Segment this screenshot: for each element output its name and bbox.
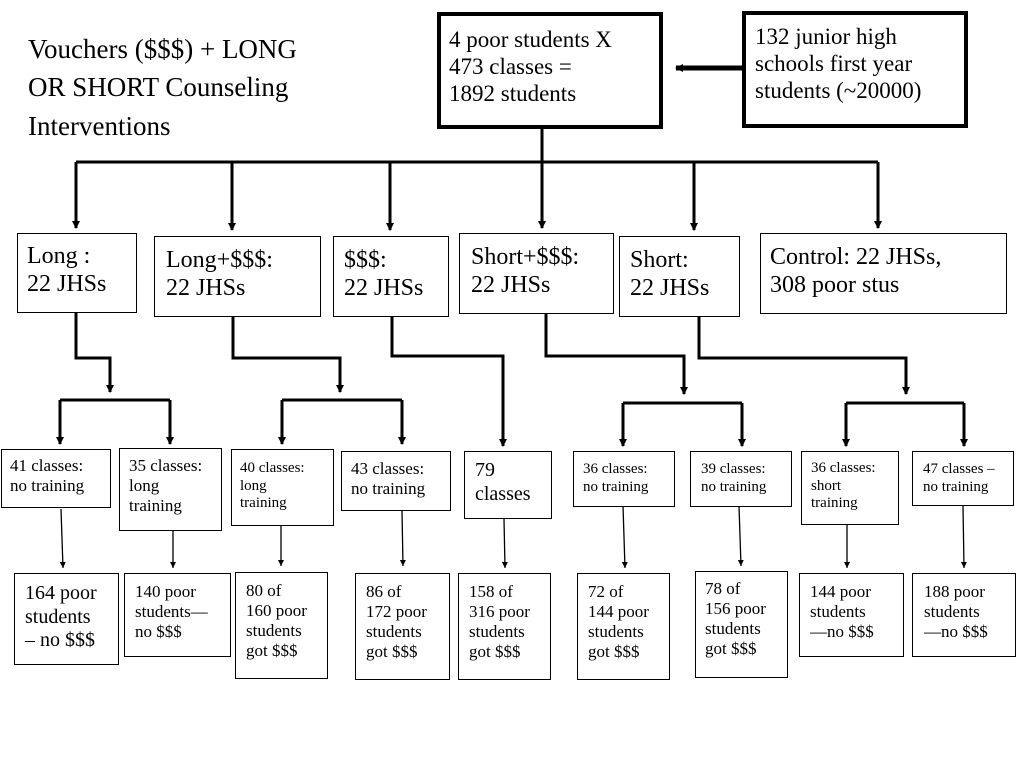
outcome-9: 188 poor students —no $$$ <box>912 573 1016 657</box>
classes-short-no-training: 47 classes – no training <box>912 451 1014 506</box>
connector-money <box>390 317 507 447</box>
classes-long-no-training: 41 classes: no training <box>1 449 111 508</box>
outcome-7: 78 of 156 poor students got $$$ <box>695 571 788 678</box>
outcome-6: 72 of 144 poor students got $$$ <box>577 573 670 680</box>
outcome-4: 86 of 172 poor students got $$$ <box>355 573 450 680</box>
outcome-2: 140 poor students— no $$$ <box>124 573 231 657</box>
arm-control: Control: 22 JHSs, 308 poor stus <box>760 233 1007 314</box>
arrow-c4-o4 <box>399 510 406 567</box>
connector-long-money <box>231 317 344 393</box>
source-box: 132 junior high schools first year stude… <box>742 11 968 128</box>
outcome-3: 80 of 160 poor students got $$$ <box>235 572 328 679</box>
outcome-1: 164 poor students – no $$$ <box>14 573 119 665</box>
arm-money: $$$: 22 JHSs <box>333 236 449 317</box>
connector-long <box>74 313 114 393</box>
arm-short-money: Short+$$$: 22 JHSs <box>459 233 614 314</box>
connector-short <box>697 317 910 395</box>
arrow-c5-o5 <box>501 518 508 569</box>
outcome-8: 144 poor students —no $$$ <box>799 573 904 657</box>
classes-long-money-no-training: 43 classes: no training <box>341 451 451 511</box>
classes-money: 79 classes <box>464 451 552 519</box>
arrow-c9-o9 <box>960 505 967 569</box>
sample-box: 4 poor students X 473 classes = 1892 stu… <box>437 12 663 129</box>
arm-long-money: Long+$$$: 22 JHSs <box>154 236 321 317</box>
arrow-c6-o6 <box>621 505 628 569</box>
arm-long: Long : 22 JHSs <box>17 233 137 313</box>
classes-short-training: 36 classes: short training <box>801 451 899 525</box>
slide-title: Vouchers ($$$) + LONG OR SHORT Counselin… <box>28 34 297 141</box>
arrow-c1-o1 <box>59 508 66 569</box>
classes-short-money-b: 39 classes: no training <box>690 451 792 507</box>
classes-long-money-training: 40 classes: long training <box>231 449 334 526</box>
connector-short-money <box>544 313 688 395</box>
arrow-c7-o7 <box>737 505 744 567</box>
classes-long-training: 35 classes: long training <box>119 448 222 531</box>
outcome-5: 158 of 316 poor students got $$$ <box>458 573 551 680</box>
classes-short-money-a: 36 classes: no training <box>573 451 675 507</box>
arm-short: Short: 22 JHSs <box>619 236 740 317</box>
